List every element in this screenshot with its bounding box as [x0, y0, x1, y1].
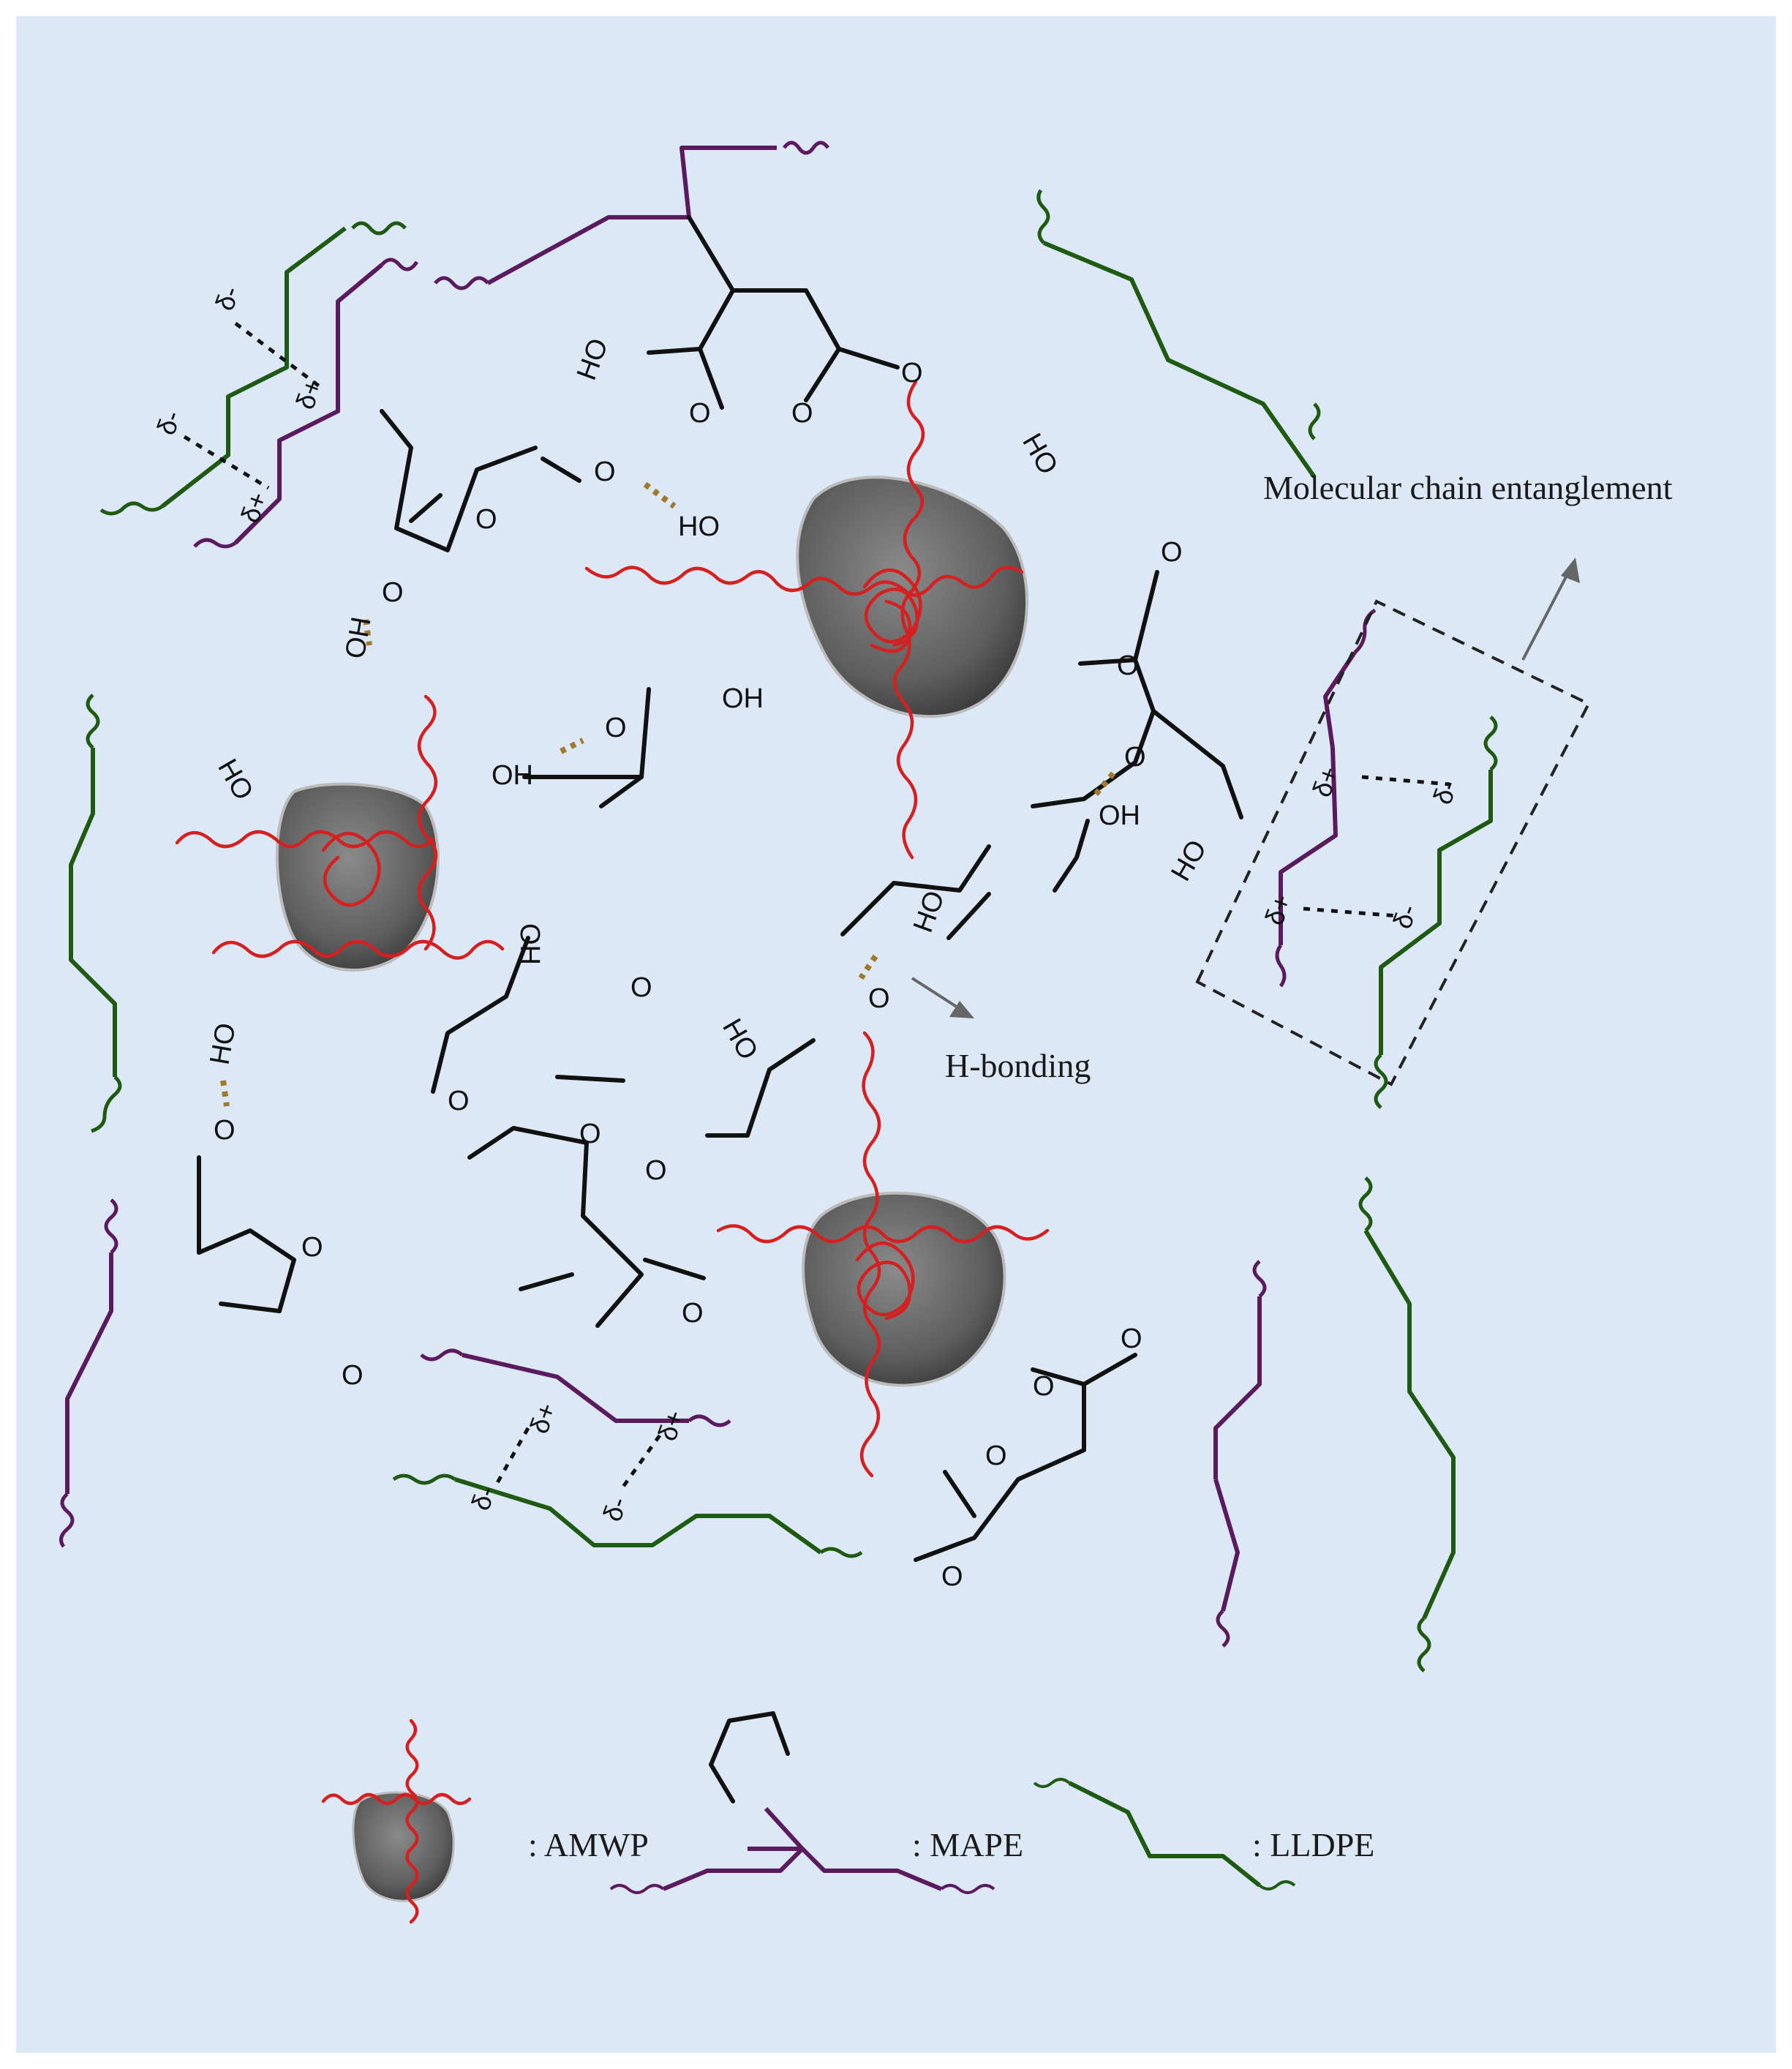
- atom-o: O: [382, 577, 404, 608]
- delta-plus-label: δ+: [1306, 762, 1345, 801]
- delta-minus-label: δ-: [465, 1482, 501, 1514]
- atom-o: O: [682, 1298, 704, 1329]
- atom-o: O: [1033, 1371, 1055, 1402]
- atom-oh: OH: [514, 923, 545, 965]
- atom-oh: OH: [1099, 800, 1140, 831]
- delta-minus-label: δ-: [1387, 901, 1423, 933]
- dipole-interactions: [183, 322, 1450, 1488]
- legend-mape-label: : MAPE: [912, 1826, 1023, 1863]
- atom-oh: OH: [340, 615, 377, 661]
- atom-o: O: [579, 1119, 601, 1149]
- delta-minus-label: δ-: [1427, 776, 1463, 808]
- mape-chains: [59, 140, 1377, 1894]
- interaction-diagram: HO O O O O O O HO OH OH O OH HO HO O O O…: [59, 140, 1673, 1924]
- atom-o: O: [985, 1441, 1007, 1471]
- entanglement-label: Molecular chain entanglement: [1263, 469, 1673, 506]
- atom-ho: HO: [716, 1014, 764, 1065]
- legend-amwp-label: : AMWP: [528, 1826, 649, 1863]
- atom-o: O: [868, 983, 890, 1014]
- atom-o: O: [342, 1360, 364, 1391]
- delta-plus-label: δ+: [290, 375, 328, 413]
- atom-o: O: [448, 1086, 470, 1116]
- atom-o: O: [594, 457, 616, 487]
- entanglement-arrow: [1521, 557, 1580, 661]
- amwp-particle-bottom: [802, 1191, 1006, 1387]
- atom-o: O: [630, 972, 652, 1003]
- delta-plus-label: δ+: [235, 488, 274, 527]
- amwp-particle-top: [796, 476, 1028, 718]
- atom-o: O: [901, 358, 923, 388]
- chemical-bonds: [197, 215, 1243, 1803]
- delta-minus-label: δ-: [597, 1493, 633, 1525]
- atom-ho: HO: [908, 887, 951, 936]
- atom-o: O: [1124, 742, 1146, 773]
- atom-o: O: [1161, 537, 1183, 568]
- atom-oh: OH: [722, 683, 764, 714]
- delta-minus-label: δ-: [209, 282, 245, 315]
- atom-ho: HO: [1016, 429, 1063, 480]
- lldpe-chains: [69, 189, 1498, 1890]
- atom-ho: HO: [571, 334, 614, 384]
- delta-minus-label: δ-: [151, 407, 187, 439]
- legend: : AMWP : MAPE : LLDPE: [528, 1826, 1374, 1863]
- hbonding-arrow: [911, 977, 974, 1018]
- atom-ho: HO: [1165, 835, 1213, 886]
- atom-o: O: [214, 1115, 236, 1146]
- hbonding-label: H-bonding: [945, 1047, 1091, 1084]
- atom-ho: HO: [211, 754, 259, 806]
- delta-plus-label: δ+: [524, 1399, 562, 1438]
- atom-o: O: [1121, 1323, 1142, 1354]
- atom-ho: HO: [678, 511, 720, 542]
- atom-o: O: [941, 1561, 963, 1592]
- delta-plus-label: δ+: [1259, 890, 1298, 929]
- figure-panel: HO O O O O O O HO OH OH O OH HO HO O O O…: [16, 16, 1776, 2053]
- entanglement-box: [1195, 599, 1591, 1086]
- atom-o: O: [1117, 650, 1139, 681]
- atom-o: O: [605, 713, 627, 743]
- atom-o: O: [791, 398, 813, 429]
- atom-o: O: [689, 398, 711, 429]
- atom-oh: OH: [492, 760, 533, 791]
- atom-o: O: [645, 1155, 667, 1186]
- atom-ho: HO: [205, 1021, 242, 1067]
- atom-o: O: [301, 1232, 323, 1263]
- legend-lldpe-label: : LLDPE: [1252, 1826, 1374, 1863]
- hydrogen-bonds: [220, 481, 1116, 1107]
- atom-o: O: [475, 504, 497, 535]
- amwp-chains: [175, 380, 1050, 1924]
- amwp-particle-legend: [352, 1791, 455, 1902]
